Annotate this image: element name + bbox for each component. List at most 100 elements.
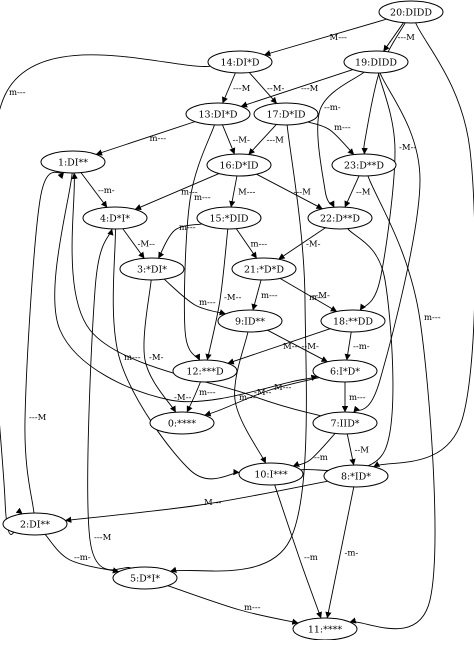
- edge-n8-n2: M---: [65, 481, 328, 520]
- edge-line: [347, 434, 353, 465]
- node-label: 8:*ID*: [341, 471, 371, 482]
- edge-n16-n4: m---: [135, 174, 219, 210]
- edge-n4-n3: -M--: [123, 229, 155, 259]
- edge-n5-n11: m---: [168, 586, 298, 623]
- edge-n5-n4: ---M: [88, 229, 131, 570]
- node-n18: 18:**DD: [321, 310, 385, 332]
- node-n17: 17:D*ID: [254, 103, 318, 125]
- edge-n19-n13: ---M: [241, 70, 353, 107]
- node-label: 17:D*ID: [266, 109, 305, 120]
- edge-line: [164, 279, 225, 314]
- node-n4: 4:D*I*: [83, 207, 147, 229]
- edge-n3-n0: -M-: [144, 280, 176, 412]
- node-n23: 23:D**D: [332, 154, 396, 176]
- edge-n14-n17: --M-: [249, 73, 284, 104]
- node-label: 9:ID**: [235, 316, 265, 327]
- edge-n20-n19: ---M: [383, 23, 415, 52]
- node-label: 1:DI**: [58, 157, 88, 168]
- node-n9: 9:ID**: [218, 310, 282, 332]
- edge-n13-n1: m---: [96, 122, 195, 155]
- node-n3: 3:*DI*: [120, 258, 184, 280]
- node-n20: 20:DIDD: [379, 1, 443, 23]
- edge-n17-n16: ---M: [249, 124, 284, 154]
- node-label: 2:DI**: [20, 519, 50, 530]
- edge-label: -M--: [254, 388, 271, 398]
- edge-n13-n16: --M-: [222, 125, 249, 154]
- edge-label: m---: [199, 298, 216, 308]
- node-label: 13:DI*D: [198, 109, 237, 120]
- edge-n6-n7: m---: [345, 382, 366, 412]
- edge-label: M---: [283, 342, 300, 352]
- edge-n15-n3: m---: [158, 223, 202, 258]
- edge-n2-n1: ---M: [25, 172, 64, 513]
- edge-n16-n15: M---: [231, 176, 255, 207]
- edge-label: -M--: [174, 393, 191, 403]
- node-n1: 1:DI**: [41, 151, 105, 173]
- node-label: 0:****: [168, 418, 196, 429]
- edge-n17-n23: m---: [308, 122, 354, 155]
- edge-label: --M-: [267, 84, 284, 94]
- edge-label: --m-: [74, 553, 91, 563]
- edge-label: m---: [244, 603, 261, 613]
- edge-label: m---: [251, 240, 268, 250]
- edge-label: -m-: [345, 549, 359, 559]
- nodes-layer: 20:DIDD 14:DI*D 19:DIDD 13:DI*D 17:D*ID 1:DI*…: [3, 1, 443, 640]
- edge-n23-n22: --M: [345, 176, 371, 207]
- node-label: 14:DI*D: [220, 57, 259, 68]
- edge-label: m---: [334, 123, 351, 133]
- node-label: 3:*DI*: [137, 264, 167, 275]
- edge-line: [264, 19, 386, 55]
- node-n19: 19:DIDD: [344, 51, 408, 73]
- edge-label: ---M: [94, 533, 112, 543]
- edge-label: --m-: [353, 342, 370, 352]
- edge-line: [241, 70, 353, 107]
- edge-line: [96, 122, 195, 155]
- node-n10: 10:I***: [239, 463, 303, 485]
- edge-label: M---: [238, 188, 255, 198]
- edge-label: -M--: [138, 240, 155, 250]
- edge-line: [88, 229, 131, 570]
- node-label: 19:DIDD: [355, 57, 397, 68]
- edge-n20-n14: M---: [264, 19, 386, 55]
- edge-line: [144, 280, 176, 412]
- edge-label: m---: [179, 223, 196, 233]
- edge-line: [25, 172, 64, 513]
- node-label: 21:*D*D: [244, 264, 284, 275]
- edge-label: --M: [355, 446, 370, 456]
- node-label: 15:*DID: [209, 213, 248, 224]
- node-n7: 7:IID*: [313, 412, 377, 434]
- edge-n22-n21: -M-: [279, 228, 326, 259]
- edge-label: --M-: [302, 342, 319, 352]
- edge-n21-n9: m---: [253, 280, 278, 310]
- edge-label: ---M: [267, 136, 285, 146]
- node-label: 7:IID*: [330, 418, 359, 429]
- node-label: 23:D**D: [344, 160, 384, 171]
- edge-label: m---: [9, 88, 26, 98]
- node-n15: 15:*DID: [197, 207, 261, 229]
- node-n12: 12:***D: [173, 360, 237, 382]
- edge-n16-n22: ---M: [257, 174, 323, 209]
- node-label: 16:D*ID: [219, 160, 258, 171]
- node-label: 10:I***: [254, 469, 288, 480]
- edge-label: m---: [349, 393, 366, 403]
- edge-label: m---: [150, 134, 167, 144]
- edge-label: ---M: [29, 413, 47, 423]
- node-label: 6:I*D*: [330, 366, 360, 377]
- edge-label: ---M: [398, 33, 416, 43]
- node-n6: 6:I*D*: [313, 360, 377, 382]
- node-label: 11:****: [308, 624, 343, 635]
- node-n13: 13:DI*D: [186, 103, 250, 125]
- edge-n1-n4: --m-: [81, 173, 115, 208]
- edge-label: M---: [204, 498, 221, 508]
- edge-n14-n13: ---M: [223, 73, 251, 103]
- node-label: 20:DIDD: [390, 7, 432, 18]
- node-n22: 22:D**D: [308, 207, 372, 229]
- edge-line: [347, 332, 351, 360]
- node-label: 18:**DD: [333, 316, 373, 327]
- edge-label: --m: [304, 553, 318, 563]
- edge-label: M---: [330, 33, 347, 43]
- edge-label: m---: [199, 388, 216, 398]
- edge-n8-n11: -m-: [327, 487, 358, 618]
- edge-n7-n8: --M: [347, 434, 369, 465]
